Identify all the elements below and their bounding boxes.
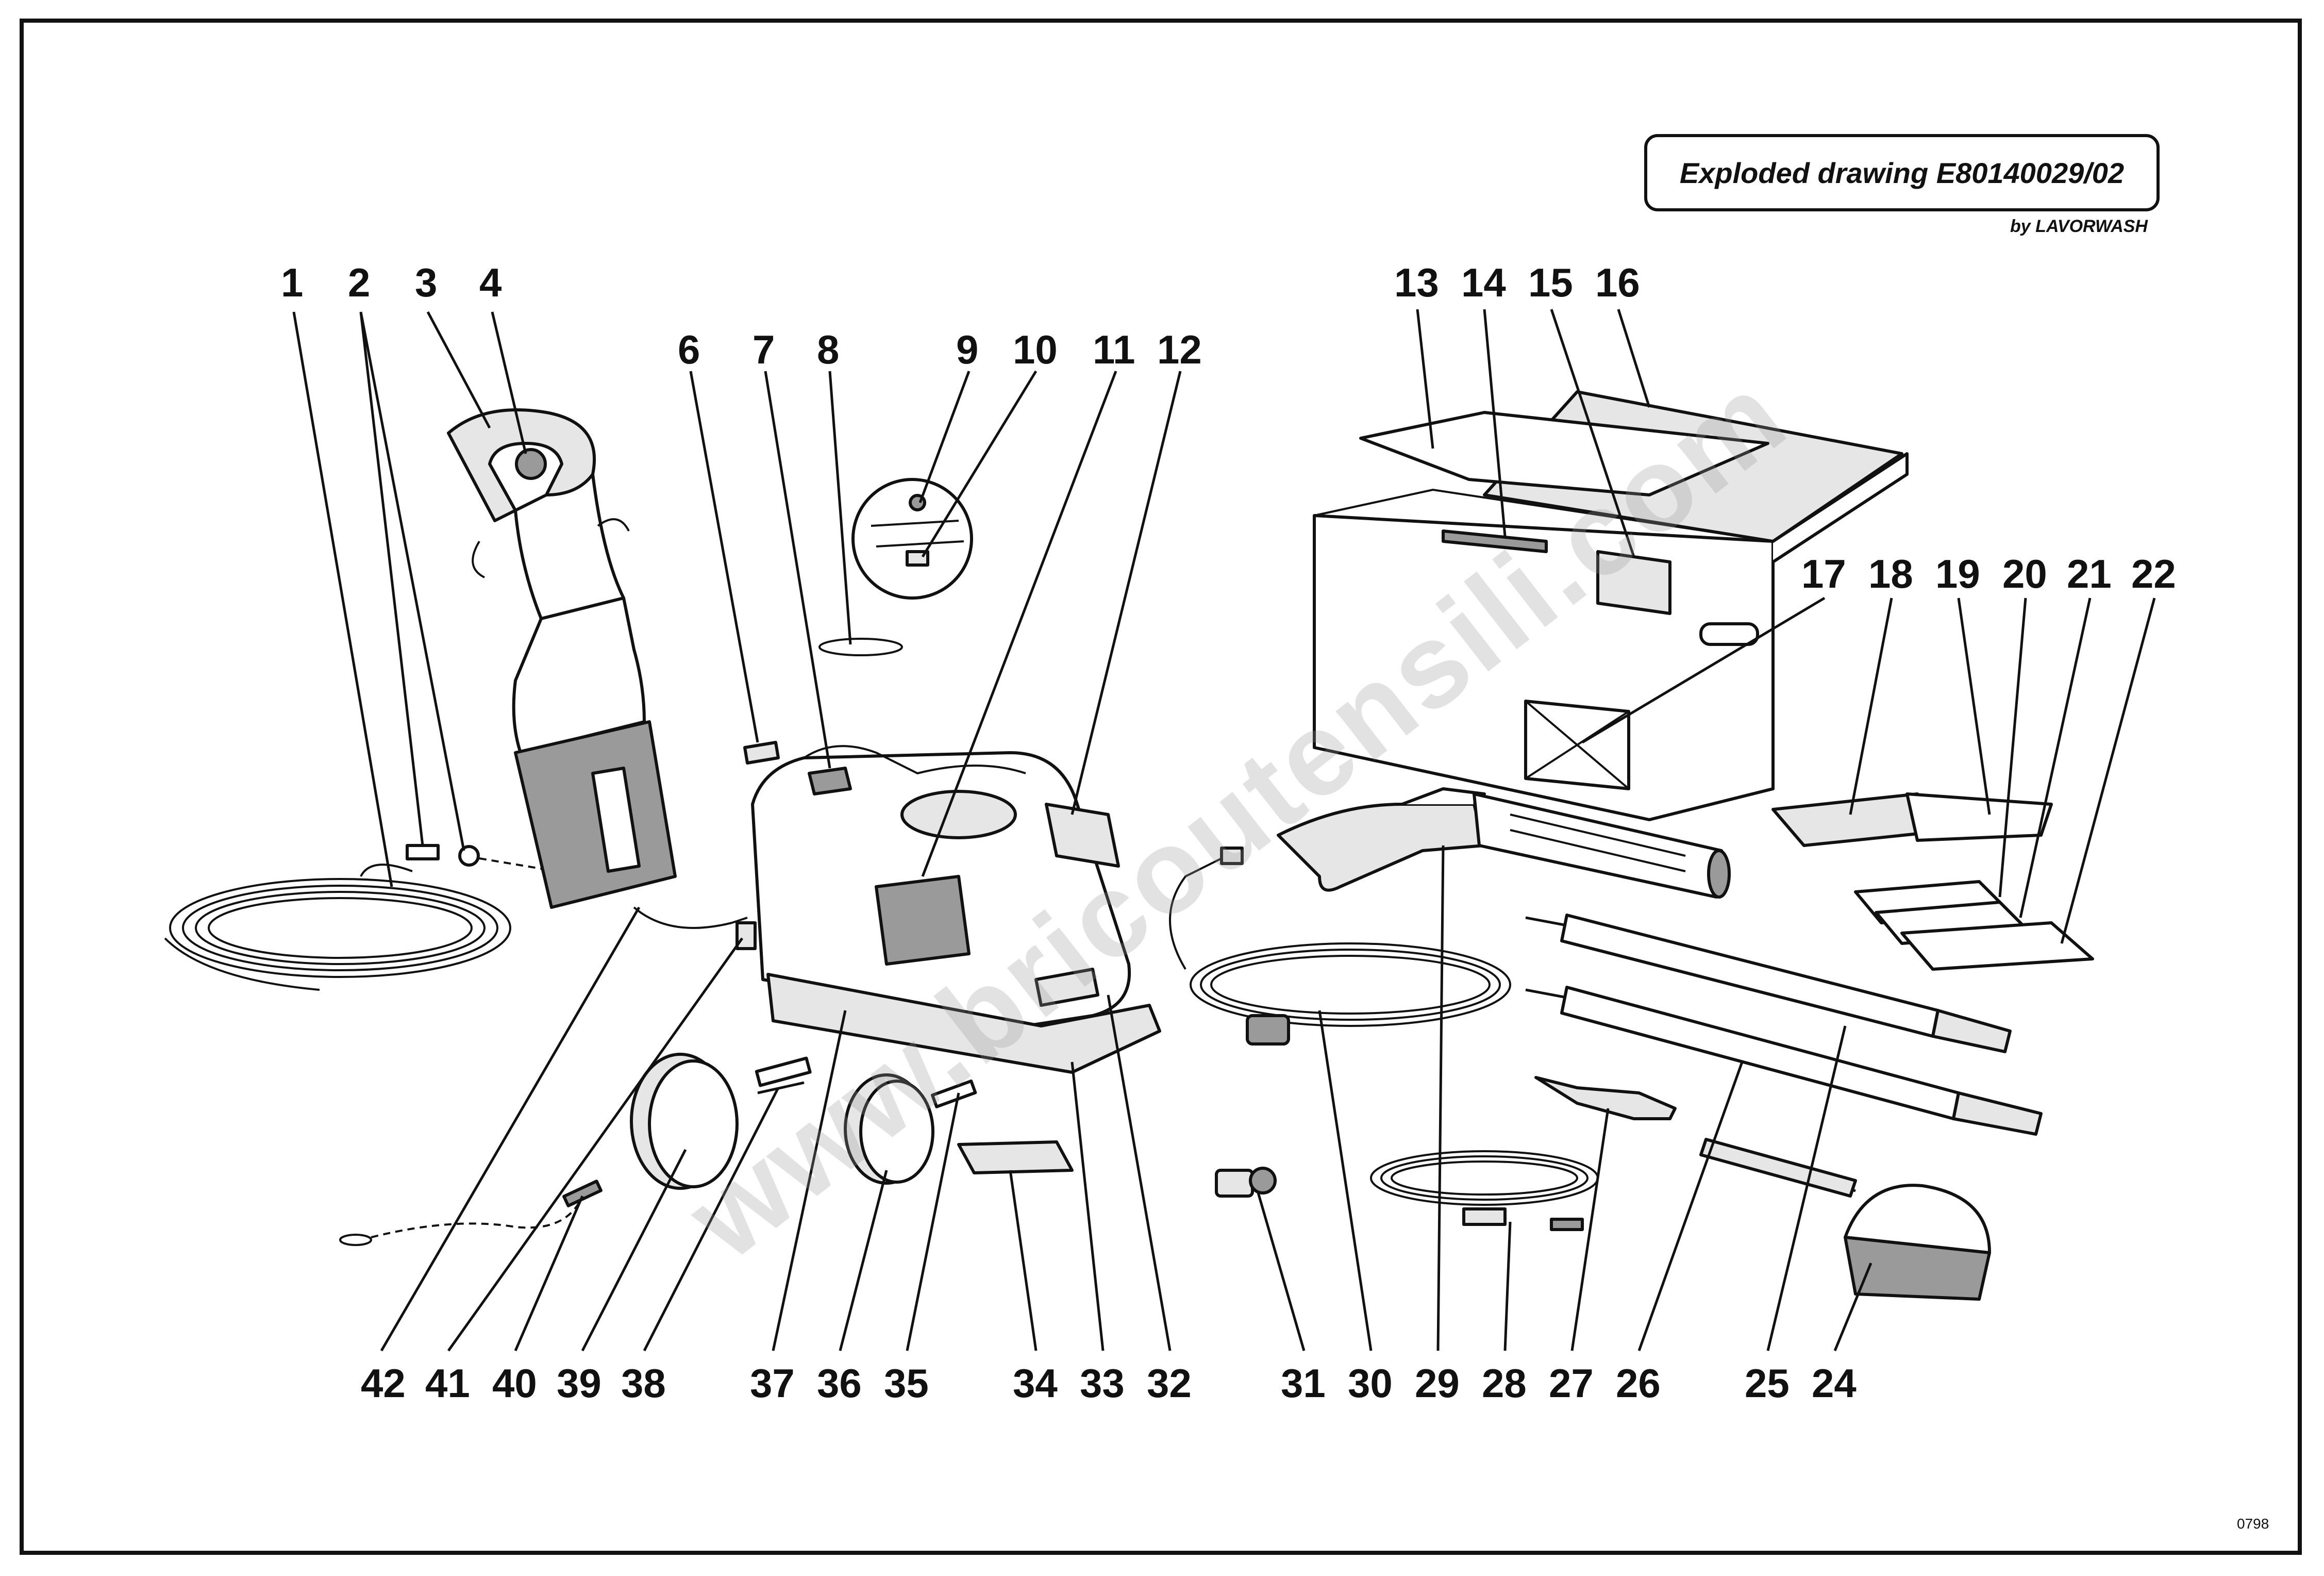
- callout-39: 39: [557, 1361, 601, 1406]
- callout-41: 41: [425, 1361, 470, 1406]
- part-plate: [957, 1140, 1074, 1174]
- drawing-title: Exploded drawing E80140029/02: [1679, 156, 2125, 189]
- part-lance-upper: [1525, 914, 2012, 1053]
- callout-6: 6: [678, 327, 700, 372]
- callout-labels: 1 2 3 4 6 7 8 9 10 11 12 13 14 15 16 17 …: [281, 260, 2176, 1406]
- part-small-block: [743, 741, 780, 765]
- callout-27: 27: [1549, 1361, 1594, 1406]
- callout-36: 36: [817, 1361, 862, 1406]
- callout-20: 20: [2002, 551, 2047, 596]
- part-bracket: [1045, 803, 1120, 868]
- part-nozzle: [1534, 1076, 1677, 1120]
- part-hose-coil: [1169, 847, 1511, 1046]
- part-manuals: [1771, 792, 2094, 971]
- callout-25: 25: [1745, 1361, 1790, 1406]
- callout-8: 8: [817, 327, 839, 372]
- callout-7: 7: [753, 327, 775, 372]
- callout-24: 24: [1812, 1361, 1857, 1406]
- detail-magnifier: [851, 478, 973, 600]
- part-o-ring: [818, 638, 903, 656]
- callout-29: 29: [1415, 1361, 1460, 1406]
- part-motor-housing: [751, 745, 1161, 1074]
- part-hose-coil-2: [1370, 1150, 1599, 1231]
- callout-15: 15: [1528, 260, 1573, 305]
- part-cable-coil: [164, 864, 511, 991]
- callout-13: 13: [1394, 260, 1439, 305]
- part-rotating-brush: [1699, 1138, 1991, 1301]
- callout-3: 3: [415, 260, 437, 305]
- callout-9: 9: [956, 327, 978, 372]
- callout-21: 21: [2067, 551, 2112, 596]
- callout-40: 40: [492, 1361, 537, 1406]
- part-handle: [447, 408, 677, 909]
- callout-33: 33: [1080, 1361, 1125, 1406]
- part-wheel-small: [844, 1073, 977, 1185]
- callout-2: 2: [348, 260, 370, 305]
- part-hose-connector: [1215, 1167, 1277, 1198]
- part-spray-gun: [1277, 787, 1731, 899]
- callout-42: 42: [361, 1361, 406, 1406]
- manufacturer-byline: by LAVORWASH: [2010, 217, 2148, 236]
- leader-lines: [292, 309, 2156, 1352]
- part-axle-pin: [339, 1180, 603, 1246]
- callout-19: 19: [1935, 551, 1980, 596]
- callout-17: 17: [1801, 551, 1846, 596]
- callout-35: 35: [884, 1361, 929, 1406]
- part-connector: [633, 906, 757, 950]
- callout-14: 14: [1461, 260, 1506, 305]
- callout-30: 30: [1348, 1361, 1393, 1406]
- part-packing-box: [1313, 390, 1909, 821]
- callout-22: 22: [2131, 551, 2176, 596]
- callout-37: 37: [750, 1361, 795, 1406]
- part-wheel-large: [630, 1053, 812, 1190]
- callout-18: 18: [1868, 551, 1913, 596]
- callout-31: 31: [1281, 1361, 1326, 1406]
- sheet-border: [20, 19, 2302, 1555]
- callout-32: 32: [1147, 1361, 1192, 1406]
- callout-11: 11: [1093, 327, 1135, 372]
- callout-34: 34: [1013, 1361, 1058, 1406]
- callout-4: 4: [479, 260, 501, 305]
- callout-38: 38: [621, 1361, 666, 1406]
- callout-12: 12: [1157, 327, 1202, 372]
- callout-16: 16: [1595, 260, 1640, 305]
- callout-1: 1: [281, 260, 303, 305]
- title-box: Exploded drawing E80140029/02: [1644, 134, 2160, 211]
- sheet-code: 0798: [2237, 1516, 2269, 1532]
- part-lance-lower: [1525, 986, 2043, 1136]
- callout-28: 28: [1482, 1361, 1527, 1406]
- callout-26: 26: [1616, 1361, 1661, 1406]
- callout-10: 10: [1013, 327, 1058, 372]
